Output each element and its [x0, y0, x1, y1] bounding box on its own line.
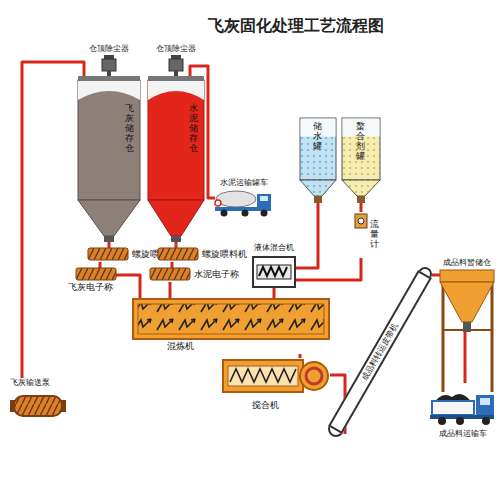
pipe-connector [171, 262, 174, 268]
node-feeder: 螺旋喂料机 [158, 248, 250, 262]
tank-label: 储水罐 [313, 122, 322, 152]
collector-label: 仓顶除尘器 [78, 44, 140, 54]
belt-label: 成品料转运皮带机 [331, 273, 429, 431]
screw-feeder [158, 248, 198, 260]
node-truck2: 成品料运输车 [430, 383, 496, 443]
node-tank: 螯合剂罐 [342, 118, 380, 203]
feeder-label: 螺旋喂料机 [202, 249, 247, 260]
screw-feeder [88, 248, 128, 260]
silo-label: 飞灰储存仓 [125, 104, 134, 153]
node-coll: 仓顶除尘器 [148, 44, 204, 76]
collector-label: 仓顶除尘器 [148, 44, 204, 54]
pipe-connector [432, 274, 440, 277]
truck-label: 水泥运输罐车 [215, 178, 273, 188]
pipe-connector [296, 203, 318, 268]
node-silo: 水泥储存仓 [148, 76, 204, 242]
mixer-label: 液体混合机 [252, 243, 296, 253]
meter-label: 流量计 [370, 220, 379, 250]
pipe-connector [360, 203, 363, 212]
node-bin: 成品料暂储仓 [440, 258, 494, 332]
product-truck [430, 383, 496, 427]
pipe-connector [175, 242, 178, 248]
node-pump: 飞灰输送泵 [10, 378, 70, 422]
tank-label: 螯合剂罐 [356, 122, 365, 162]
screw-pump [10, 392, 70, 422]
node-kneader: 搅合机 [222, 358, 330, 416]
node-truck: 水泥运输罐车 [215, 178, 273, 218]
node-coll: 仓顶除尘器 [78, 44, 140, 76]
node-feeder: 水泥电子称 [150, 268, 242, 282]
node-meter: 流量计 [350, 212, 386, 258]
screw-feeder [76, 268, 116, 280]
pipe-connector [22, 62, 84, 378]
kneading-mixer [132, 298, 330, 340]
node-tank: 储水罐 [300, 118, 336, 203]
pipe-connector [99, 262, 102, 268]
pipe-connector [169, 282, 172, 298]
node-mixer: 混炼机 [132, 298, 330, 354]
dust-collector [169, 55, 183, 76]
feeder-label: 水泥电子称 [194, 269, 239, 280]
silo-label: 水泥储存仓 [189, 104, 198, 153]
pipe-connector [108, 242, 111, 248]
bin-label: 成品料暂储仓 [440, 258, 494, 268]
dust-collector [102, 55, 116, 76]
feeder-label: 飞灰电子称 [68, 282, 113, 293]
screw-feeder [150, 268, 190, 280]
pipe-connector [296, 258, 361, 280]
pipe-connector [116, 275, 140, 298]
node-liq: 液体混合机 [252, 243, 296, 288]
title: 飞灰固化处理工艺流程图 [208, 16, 384, 36]
truck-label: 成品料运输车 [430, 429, 496, 439]
silo-shape [78, 76, 140, 242]
pipe-connector [464, 332, 467, 383]
mixer-label: 混炼机 [167, 341, 194, 352]
pipe-connector [273, 288, 276, 298]
stirring-mixer [222, 358, 330, 398]
node-feeder: 飞灰电子称 [68, 268, 116, 294]
tank-truck [215, 190, 273, 218]
storage-bin [440, 270, 494, 332]
node-silo: 飞灰储存仓 [78, 76, 140, 242]
silo-shape [148, 76, 204, 242]
pipe-connector [299, 354, 302, 358]
node-belt: 成品料转运皮带机 [328, 270, 432, 434]
mixer-label: 搅合机 [252, 400, 279, 411]
liquid-mixer [252, 256, 296, 288]
flow-meter [354, 212, 368, 230]
pump-label: 飞灰输送泵 [10, 378, 50, 388]
